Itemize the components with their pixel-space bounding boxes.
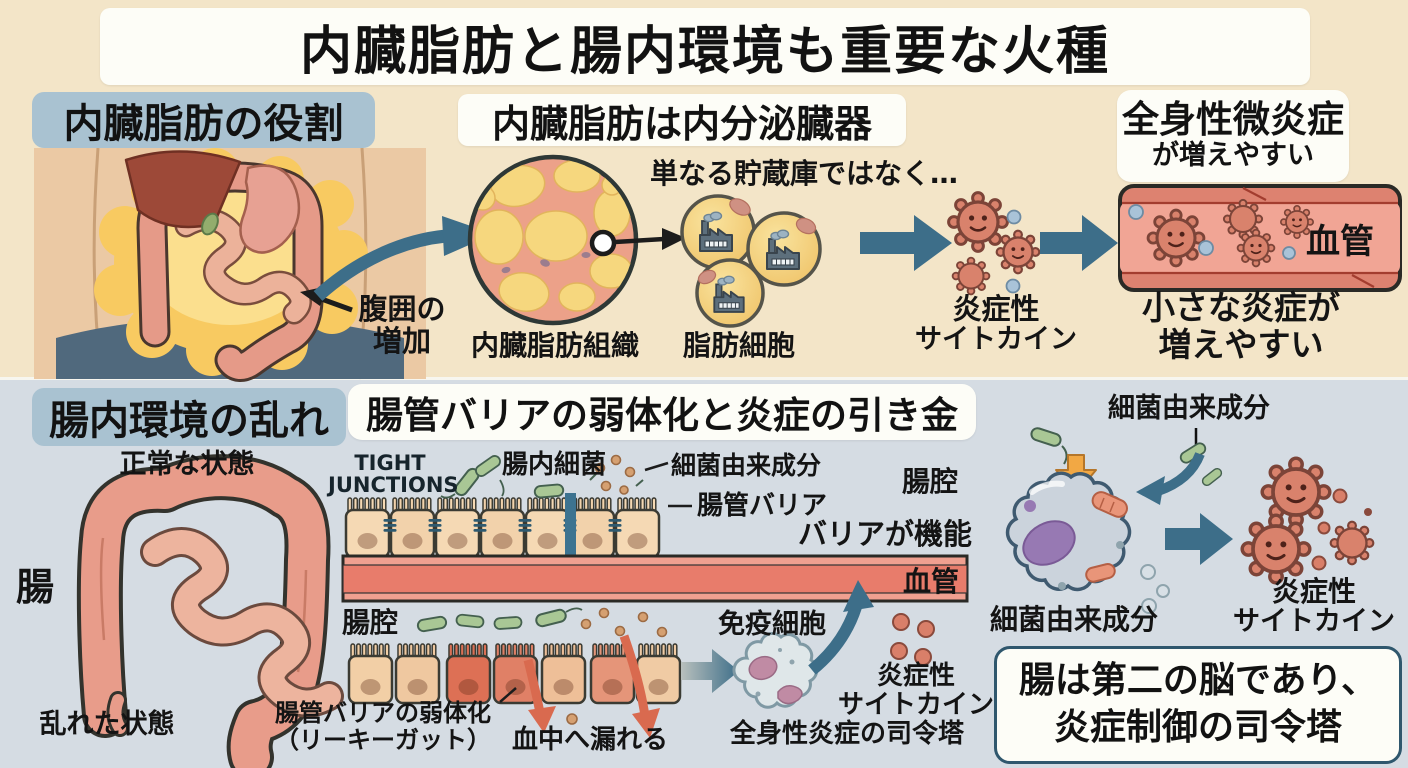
storage-note-label: 単なる貯蔵庫ではなく… <box>650 157 959 190</box>
tight-junction-icon <box>473 519 487 532</box>
endocrine-organ-heading: 内臓脂肪は内分泌臓器 <box>458 94 906 146</box>
immune-cell-icon <box>732 632 819 709</box>
immune-cell-label: 免疫細胞 <box>718 609 826 640</box>
main-title: 内臓脂肪と腸内環境も重要な火種 <box>100 8 1310 85</box>
visceral-fat-role-heading: 内臓脂肪の役割 <box>32 92 375 148</box>
gut-barrier-label: 腸管バリア <box>697 491 828 521</box>
lumen-bottom-label: 腸腔 <box>342 606 399 639</box>
waist-line2: 増加 <box>372 324 431 359</box>
gut-bacteria-icons <box>440 452 692 508</box>
visceral-fat-role-text: 内臓脂肪の役割 <box>63 101 344 147</box>
cytokine-bottom-line2: サイトカイン <box>837 690 994 721</box>
leaky-gut-pointer <box>499 687 517 703</box>
cytokine-label-bottom: 炎症性 サイトカイン <box>832 661 1000 721</box>
systemic-hq-label: 全身性炎症の司令塔 <box>730 719 965 749</box>
gallbladder-illustration <box>201 212 219 236</box>
tight-junctions-label: TIGHT JUNCTIONS <box>328 451 459 498</box>
fat-cells <box>680 194 822 328</box>
epithelium-healthy <box>344 496 661 559</box>
fat-tissue-label: 内臓脂肪組織 <box>470 329 639 362</box>
waist-line1: 腹囲の <box>358 292 446 326</box>
tight-junction-icon <box>428 519 442 532</box>
fat-tissue-circle <box>467 154 686 326</box>
main-title-text: 内臓脂肪と腸内環境も重要な火種 <box>299 22 1110 82</box>
tight-junctions-line2: JUNCTIONS <box>328 473 459 498</box>
intestine-illustration <box>76 454 344 768</box>
gut-bacteria-label: 腸内細菌 <box>502 450 607 480</box>
weakening-line2: （リーキーガット） <box>275 725 491 754</box>
macrophage-cell-icon <box>1005 471 1170 614</box>
endocrine-organ-text: 内臓脂肪は内分泌臓器 <box>491 101 872 146</box>
systemic-line1: 全身性微炎症 <box>1122 98 1344 142</box>
gut-label: 腸 <box>16 565 55 609</box>
leak-to-blood-label: 血中へ漏れる <box>512 725 669 755</box>
weakening-line1: 腸管バリアの弱体化 <box>275 699 491 727</box>
small-inflammation-line2: 増えやすい <box>1158 324 1324 364</box>
arrow-to-right-cytokines <box>1165 513 1233 565</box>
blood-vessel-bottom <box>341 554 969 603</box>
liver-illustration <box>124 150 242 229</box>
arrow-to-vessel <box>1040 215 1118 271</box>
conclusion-line1: 腸は第二の脳であり、 <box>1018 660 1378 702</box>
gut-environment-text: 腸内環境の乱れ <box>49 398 329 444</box>
systemic-inflammation-heading: 全身性微炎症 が増えやすい <box>1117 90 1349 182</box>
small-inflammation-label: 小さな炎症が 増えやすい <box>1118 288 1364 364</box>
tight-junction-icon <box>383 519 397 532</box>
right-cytokines-icons <box>1240 456 1375 585</box>
magnifier-dot <box>589 229 617 257</box>
bacterial-components-label: 細菌由来成分 <box>671 451 822 480</box>
components-bottom-label: 細菌由来成分 <box>990 603 1159 636</box>
right-cytokine-label: 炎症性 サイトカイン <box>1228 576 1400 638</box>
cytokines-in-vessel <box>1128 198 1315 268</box>
leak-arrows <box>523 634 660 738</box>
conclusion-line2: 炎症制御の司令塔 <box>1053 707 1342 748</box>
stomach-illustration <box>239 164 301 254</box>
barrier-working-label: バリアが機能 <box>798 517 973 551</box>
arrow-to-immune-cell <box>681 649 739 693</box>
lumen-top-label: 腸腔 <box>902 465 959 498</box>
waist-increase-label: 腹囲の 増加 <box>350 293 454 358</box>
conclusion-box: 腸は第二の脳であり、 炎症制御の司令塔 <box>994 646 1402 764</box>
barrier-weakening-heading: 腸管バリアの弱体化と炎症の引き金 <box>348 384 976 440</box>
arrow-to-cytokines <box>860 215 952 271</box>
cytokine-top-line2: サイトカイン <box>915 324 1077 356</box>
vessel-label-top: 血管 <box>1306 222 1374 262</box>
components-top-label: 細菌由来成分 <box>1108 393 1270 424</box>
tight-junction-icon <box>608 519 622 532</box>
section-divider <box>0 377 1408 380</box>
bacteria-leaking-icons <box>416 607 668 725</box>
small-inflammation-line1: 小さな炎症が <box>1142 288 1340 327</box>
tight-junction-icon <box>518 519 532 532</box>
gut-environment-heading: 腸内環境の乱れ <box>32 388 346 446</box>
tight-junctions-line1: TIGHT <box>354 451 426 475</box>
cytokine-bottom-line1: 炎症性 <box>876 661 955 691</box>
cytokine-top-line1: 炎症性 <box>952 292 1040 326</box>
curved-arrow-to-vessel <box>808 580 874 675</box>
disturbed-state-label: 乱れた状態 <box>39 709 175 740</box>
barrier-weakened-label: 腸管バリアの弱体化 （リーキーガット） <box>258 700 508 754</box>
right-cytokine-line1: 炎症性 <box>1271 575 1356 608</box>
fat-cell-label: 脂肪細胞 <box>682 329 795 362</box>
systemic-line2: が増えやすい <box>1152 139 1314 171</box>
vessel-label-bottom: 血管 <box>903 565 960 598</box>
inflammatory-cytokines-icons <box>946 191 1041 296</box>
cytokine-dots <box>890 613 935 666</box>
blood-vessel-top <box>1118 184 1402 292</box>
barrier-weakening-text: 腸管バリアの弱体化と炎症の引き金 <box>366 394 958 437</box>
right-cytokine-line2: サイトカイン <box>1233 606 1395 638</box>
cytokine-label-top: 炎症性 サイトカイン <box>905 293 1087 356</box>
torso-illustration <box>34 147 426 382</box>
normal-state-label: 正常な状態 <box>119 449 255 480</box>
small-intestine-illustration <box>174 208 312 325</box>
